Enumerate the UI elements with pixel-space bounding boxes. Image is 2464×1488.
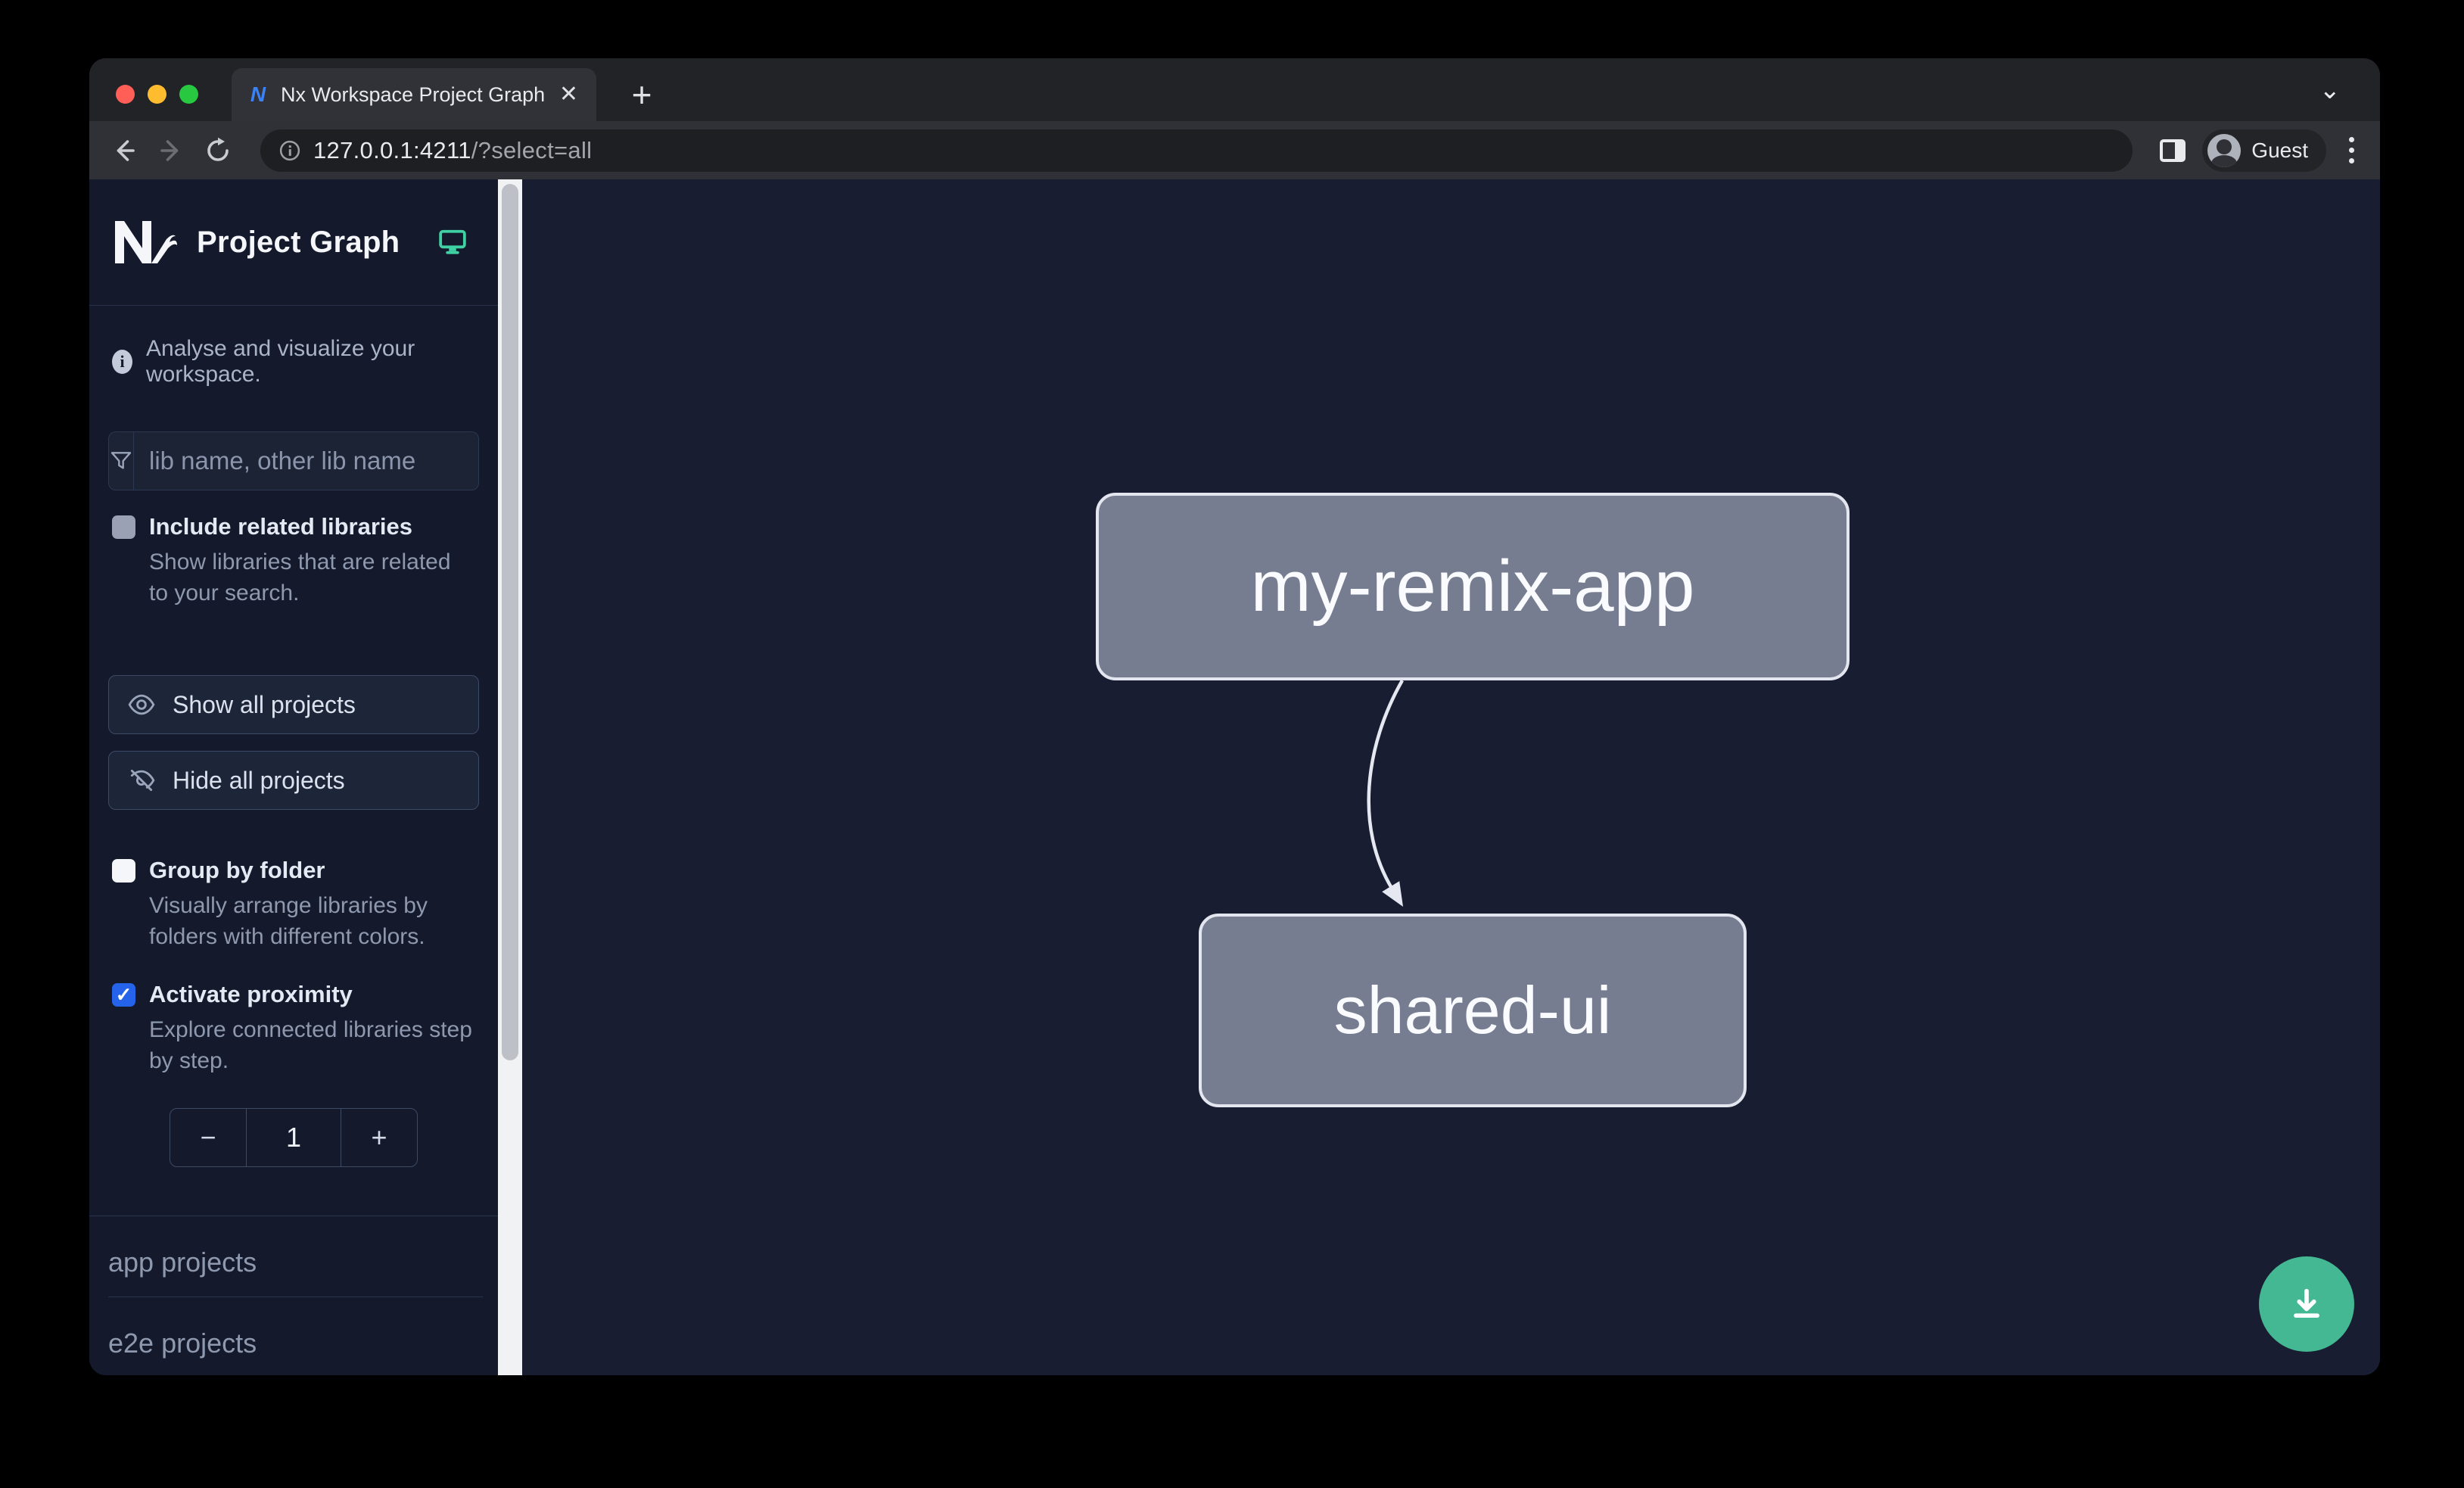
project-node-my-remix-app[interactable]: my-remix-app — [1096, 493, 1850, 680]
side-panel-icon[interactable] — [2160, 139, 2186, 162]
tab-strip: N Nx Workspace Project Graph ✕ + ⌄ — [89, 58, 2380, 121]
nx-favicon-icon: N — [250, 82, 266, 106]
tab-search-chevron-icon[interactable]: ⌄ — [2319, 76, 2341, 104]
profile-label: Guest — [2251, 138, 2308, 162]
include-related-label: Include related libraries — [149, 513, 413, 540]
reload-button[interactable] — [203, 135, 233, 166]
sidebar-header: Project Graph — [89, 179, 498, 306]
include-related-checkbox[interactable] — [112, 515, 135, 539]
browser-window: N Nx Workspace Project Graph ✕ + ⌄ 127.0… — [89, 58, 2380, 1375]
sidebar-scrollbar[interactable] — [498, 179, 522, 1375]
window-controls — [116, 85, 198, 104]
group-by-folder-label: Group by folder — [149, 857, 325, 883]
hide-all-projects-label: Hide all projects — [173, 766, 345, 794]
page-title: Project Graph — [197, 225, 400, 259]
section-app-projects: app projects — [108, 1216, 483, 1297]
include-related-description: Show libraries that are related to your … — [149, 549, 451, 605]
eye-off-icon — [130, 769, 155, 792]
profile-button[interactable]: Guest — [2202, 129, 2326, 172]
activate-proximity-description: Explore connected libraries step by step… — [149, 1017, 472, 1073]
browser-menu-icon[interactable] — [2343, 137, 2360, 163]
eye-icon — [128, 694, 155, 715]
url-path: /?select=all — [471, 136, 593, 163]
filter-input[interactable] — [134, 432, 478, 490]
forward-button[interactable] — [156, 135, 186, 166]
activate-proximity-label: Activate proximity — [149, 981, 353, 1007]
proximity-stepper: − 1 + — [170, 1108, 418, 1167]
sidebar: Project Graph i Analyse and visualize yo… — [89, 179, 498, 1375]
scrollbar-thumb[interactable] — [502, 184, 518, 1060]
nx-logo-icon — [115, 221, 177, 263]
group-by-folder-row: Group by folder Visually arrange librari… — [89, 857, 498, 952]
address-bar[interactable]: 127.0.0.1:4211/?select=all — [260, 129, 2133, 172]
new-tab-button[interactable]: + — [631, 75, 652, 114]
hide-all-projects-button[interactable]: Hide all projects — [108, 751, 479, 810]
url-host: 127.0.0.1:4211 — [313, 136, 471, 163]
browser-tab[interactable]: N Nx Workspace Project Graph ✕ — [232, 68, 596, 121]
stepper-value[interactable]: 1 — [246, 1109, 341, 1166]
section-e2e-projects: e2e projects — [108, 1297, 483, 1375]
graph-canvas[interactable]: my-remix-app shared-ui — [522, 179, 2380, 1375]
stepper-decrement-button[interactable]: − — [200, 1122, 216, 1153]
download-graph-button[interactable] — [2259, 1256, 2354, 1352]
browser-toolbar: 127.0.0.1:4211/?select=all Guest — [89, 121, 2380, 179]
site-info-icon[interactable] — [278, 139, 301, 162]
page-content: Project Graph i Analyse and visualize yo… — [89, 179, 2380, 1375]
minimize-window-button[interactable] — [148, 85, 166, 104]
stepper-increment-button[interactable]: + — [371, 1122, 387, 1153]
activate-proximity-row: Activate proximity Explore connected lib… — [89, 981, 498, 1076]
zoom-window-button[interactable] — [179, 85, 198, 104]
include-related-row: Include related libraries Show libraries… — [89, 513, 498, 609]
tagline-row: i Analyse and visualize your workspace. — [89, 336, 498, 388]
dependency-edge — [1367, 679, 1404, 907]
group-by-folder-description: Visually arrange libraries by folders wi… — [149, 893, 428, 949]
filter-box — [108, 431, 479, 490]
tab-close-icon[interactable]: ✕ — [558, 82, 578, 107]
show-all-projects-label: Show all projects — [173, 690, 356, 718]
close-window-button[interactable] — [116, 85, 135, 104]
group-by-folder-checkbox[interactable] — [112, 858, 135, 883]
project-node-shared-ui[interactable]: shared-ui — [1199, 914, 1747, 1107]
funnel-icon — [109, 432, 134, 490]
monitor-icon[interactable] — [437, 228, 468, 257]
avatar-icon — [2207, 133, 2242, 167]
tab-title: Nx Workspace Project Graph — [281, 82, 545, 106]
url-text: 127.0.0.1:4211/?select=all — [313, 137, 592, 164]
info-icon: i — [112, 350, 133, 374]
activate-proximity-checkbox[interactable] — [112, 982, 135, 1007]
back-button[interactable] — [109, 135, 139, 166]
tagline-text: Analyse and visualize your workspace. — [146, 336, 415, 387]
show-all-projects-button[interactable]: Show all projects — [108, 675, 479, 734]
download-icon — [2294, 1288, 2319, 1318]
